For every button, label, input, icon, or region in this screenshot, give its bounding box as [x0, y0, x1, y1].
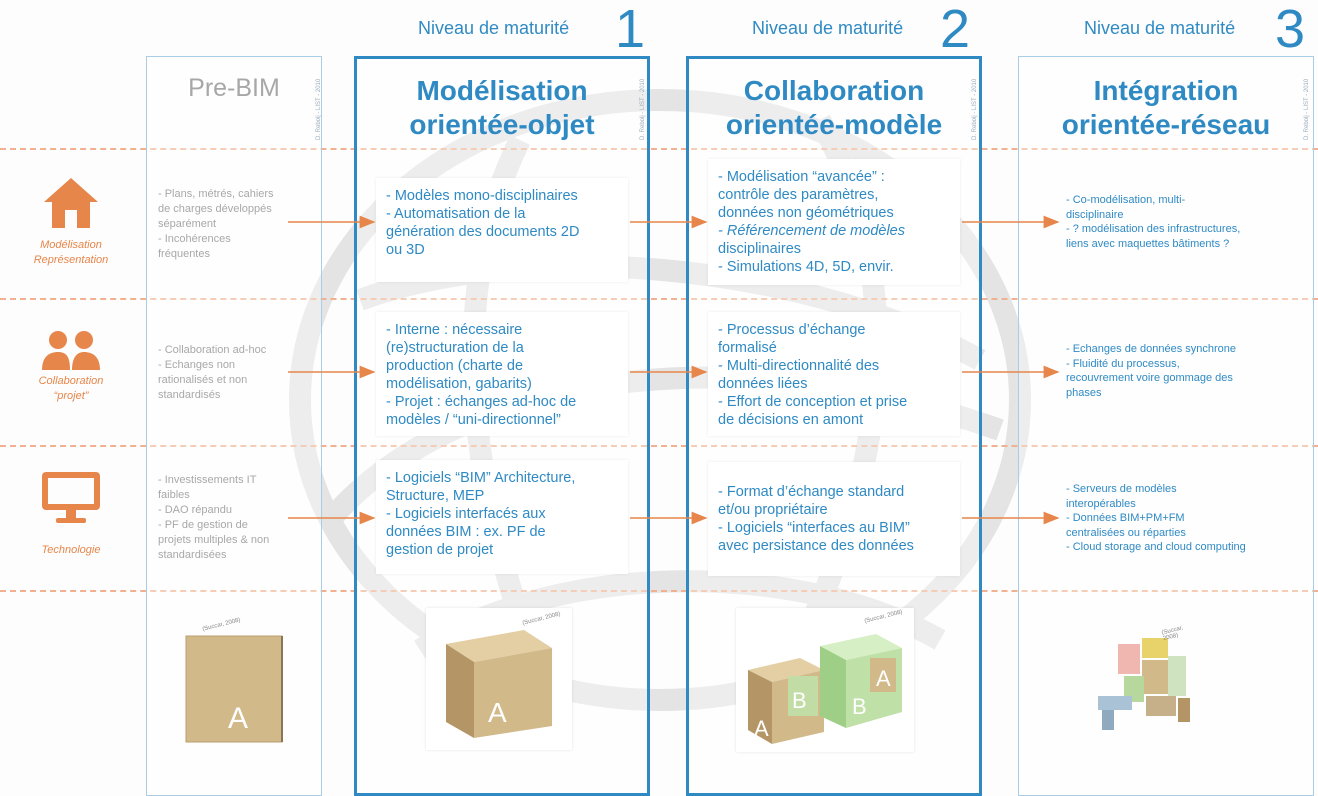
- single-cube-illustration: A: [446, 630, 552, 738]
- linked-cubes-illustration: A B B A: [748, 634, 902, 744]
- level-number-3: 3: [1275, 0, 1306, 59]
- col1-image-panel: A (Succar, 2008): [426, 608, 572, 750]
- col2-letter-b2: B: [852, 694, 867, 719]
- row-separator: [0, 590, 1318, 592]
- col2-image-panel: A B B A (Succar, 2008): [736, 608, 914, 752]
- col2-letter-b: B: [792, 688, 807, 713]
- col1-box-row3: - Logiciels “BIM” Architecture,Structure…: [376, 460, 628, 574]
- row-separator: [0, 298, 1318, 300]
- col2-letter-a: A: [754, 716, 769, 741]
- row-separator: [0, 445, 1318, 447]
- people-icon: [42, 331, 100, 370]
- col3-text-row2: - Echanges de données synchrone- Fluidit…: [1066, 343, 1237, 399]
- row-label-technologie: Technologie: [41, 544, 101, 556]
- integrated-blocks-illustration: [1098, 638, 1190, 730]
- col3-image-panel: (Succar, 2008): [1088, 616, 1198, 740]
- level-label-2: Niveau de maturité: [752, 18, 904, 38]
- house-icon: [44, 178, 98, 228]
- monitor-icon: [42, 472, 100, 523]
- flat-plan-illustration: A: [185, 635, 283, 743]
- prebim-title: Pre-BIM: [188, 74, 280, 102]
- level-label-3: Niveau de maturité: [1084, 18, 1236, 38]
- prebim-drawing-panel: A (Succar, 2008): [172, 617, 296, 748]
- col2-letter-a2: A: [876, 666, 891, 691]
- row-label-collaboration: Collaboration“projet”: [38, 375, 104, 402]
- prebim-letter: A: [228, 702, 248, 735]
- col3-text-row1: - Co-modélisation, multi-disciplinaire- …: [1066, 194, 1241, 250]
- level-number-2: 2: [940, 0, 971, 59]
- level-number-1: 1: [615, 0, 646, 59]
- row-separator: [0, 148, 1318, 150]
- arrows-layer: [288, 215, 1060, 525]
- col1-letter: A: [488, 697, 507, 728]
- col1-box-row2: - Interne : nécessaire(re)structuration …: [376, 312, 628, 436]
- level-label-1: Niveau de maturité: [418, 18, 570, 38]
- col1-box-row1: - Modèles mono-disciplinaires- Automatis…: [376, 178, 628, 282]
- col2-box-row1: - Modélisation “avancée” :contrôle des p…: [708, 159, 960, 285]
